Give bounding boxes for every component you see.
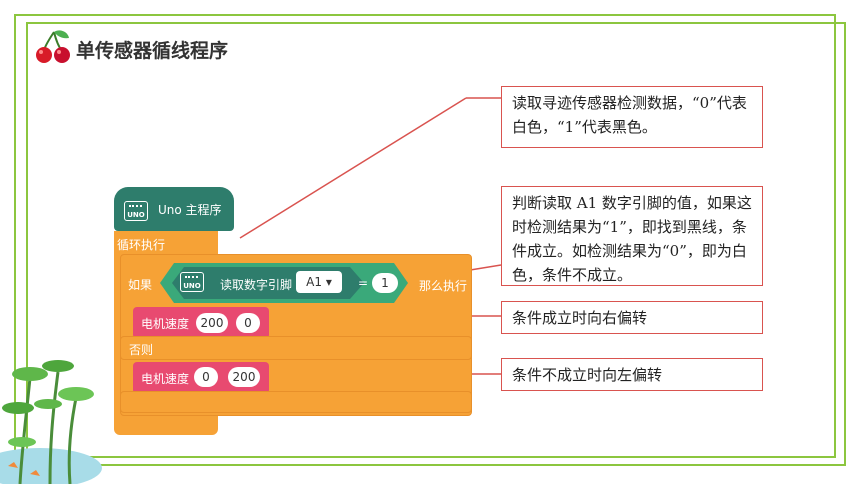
read-digital-pin-label: 读取数字引脚 (220, 278, 293, 292)
pin-value: A1 (306, 275, 322, 289)
motor-speed-label: 电机速度 (141, 317, 190, 331)
dropdown-icon: ▾ (325, 275, 332, 289)
if-block-footer (120, 391, 472, 413)
motor2-right-speed-input[interactable]: 200 (228, 367, 260, 387)
motor1-left-speed-input[interactable]: 200 (196, 313, 228, 333)
motor1-right-speed-input[interactable]: 0 (236, 313, 260, 333)
loop-label: 循环执行 (117, 238, 166, 252)
lotus-plant-decoration (0, 360, 102, 484)
then-label: 那么执行 (419, 279, 468, 293)
callout-turn-right: 条件成立时向右偏转 (501, 301, 763, 334)
else-bar (120, 336, 472, 360)
outer-frame (14, 14, 836, 458)
callout-condition: 判断读取 A1 数字引脚的值，如果这时检测结果为“1”，即找到黑线，条件成立。如… (501, 186, 763, 286)
hat-block-label: Uno 主程序 (158, 203, 222, 217)
callout-turn-left: 条件不成立时向左偏转 (501, 358, 763, 391)
motor-speed-label: 电机速度 (141, 372, 190, 386)
inner-frame (26, 22, 846, 466)
main-program-hat-block[interactable]: UNO Uno 主程序 (114, 187, 234, 231)
equals-sign: = (358, 276, 369, 290)
if-label: 如果 (128, 278, 153, 292)
motor2-left-speed-input[interactable]: 0 (194, 367, 218, 387)
pin-dropdown[interactable]: A1 ▾ (296, 271, 342, 293)
compare-value-input[interactable]: 1 (372, 273, 398, 293)
uno-board-icon: UNO (180, 272, 204, 292)
callout-read-sensor: 读取寻迹传感器检测数据，“0”代表白色，“1”代表黑色。 (501, 86, 763, 148)
page-title: 单传感器循线程序 (76, 40, 229, 62)
cherry-icon (36, 30, 70, 63)
uno-board-icon: UNO (124, 201, 148, 221)
else-label: 否则 (129, 343, 154, 357)
